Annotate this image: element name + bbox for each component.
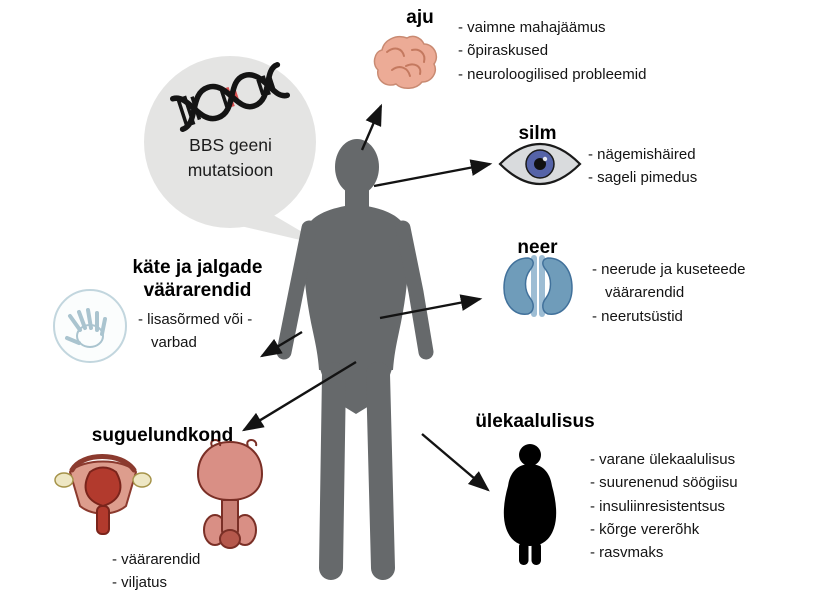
obesity-title: ülekaalulisus bbox=[475, 411, 595, 432]
list-item: - vaimne mahajäämus bbox=[458, 19, 606, 36]
list-item: - rasvmaks bbox=[590, 544, 664, 561]
arrow-to-limbs bbox=[259, 330, 303, 358]
arrow-to-obesity bbox=[421, 433, 490, 492]
list-item: - neerutsüstid bbox=[592, 307, 683, 325]
list-item: - lisasõrmed või -varbad bbox=[138, 311, 253, 352]
brain-title: aju bbox=[406, 7, 434, 28]
human-body-silhouette bbox=[276, 139, 434, 580]
obesity-items: - varane ülekaalulisus - suurenenud söög… bbox=[590, 448, 800, 564]
limbs-items: - lisasõrmed või -varbad bbox=[138, 308, 253, 355]
dna-icon bbox=[169, 62, 291, 132]
list-item: - nägemishäired bbox=[588, 146, 696, 163]
list-item: - insuliinresistentsus bbox=[590, 497, 726, 515]
eye-items: - nägemishäired - sageli pimedus bbox=[588, 143, 788, 190]
list-item: - kõrge vererõhk bbox=[590, 520, 700, 538]
arrows bbox=[241, 103, 493, 492]
list-item: - väärarendid bbox=[112, 551, 201, 568]
hand-icon bbox=[53, 289, 127, 363]
kidney-title: neer bbox=[517, 237, 558, 258]
arrow-to-brain bbox=[360, 103, 383, 151]
eye-icon bbox=[498, 143, 582, 185]
kidney-items: - neerude ja kuseteede väärarendid - nee… bbox=[592, 258, 762, 328]
brain-icon bbox=[373, 35, 438, 89]
genital-title: suguelundkond bbox=[91, 425, 234, 446]
genital-items: - väärarendid - viljatus bbox=[112, 548, 272, 595]
list-item: - suurenenud söögiisu bbox=[590, 474, 738, 492]
list-item: - neuroloogilised probleemid bbox=[458, 65, 647, 83]
list-item: - sageli pimedus bbox=[588, 169, 698, 187]
list-item: - viljatus bbox=[112, 574, 168, 592]
arrow-to-genital bbox=[241, 360, 357, 432]
obesity-icon bbox=[503, 444, 557, 565]
list-item: - neerude ja kuseteede väärarendid bbox=[592, 261, 746, 302]
list-item: - varane ülekaalulisus bbox=[590, 451, 736, 468]
list-item: - õpiraskused bbox=[458, 42, 549, 60]
arrow-to-eye bbox=[373, 159, 493, 188]
bubble-text: BBS geeni mutatsioon bbox=[187, 135, 274, 181]
male-reproductive-icon bbox=[196, 439, 264, 549]
eye-title: silm bbox=[518, 123, 557, 144]
arrow-to-kidney bbox=[379, 294, 483, 320]
brain-items: - vaimne mahajäämus - õpiraskused - neur… bbox=[458, 16, 688, 86]
limbs-title: käte ja jalgade väärarendid bbox=[132, 257, 263, 302]
female-reproductive-icon bbox=[54, 454, 152, 535]
kidney-icon bbox=[503, 255, 573, 317]
